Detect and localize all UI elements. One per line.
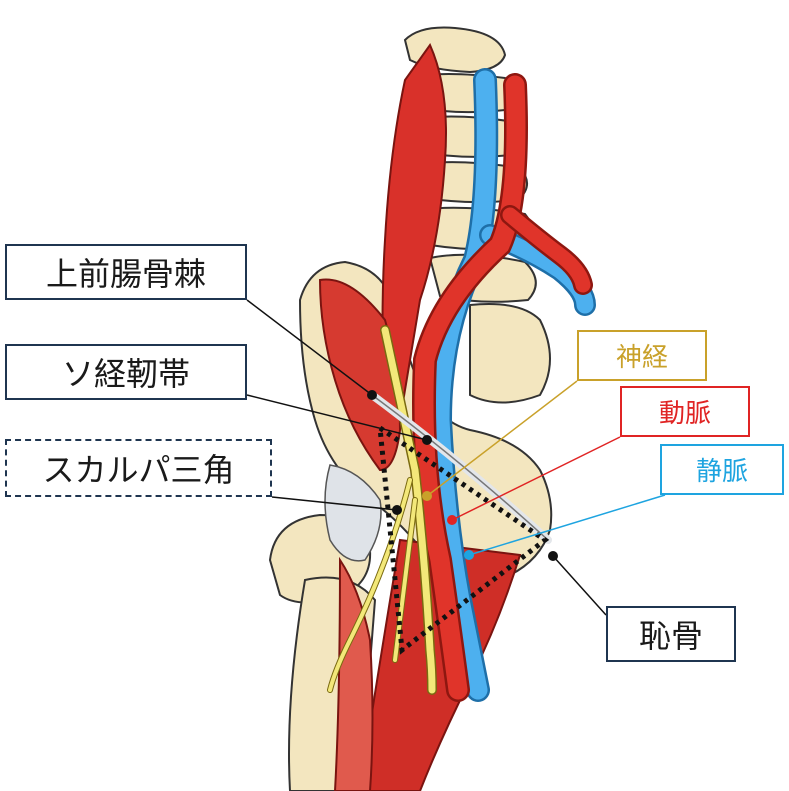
label-inguinal-ligament: ソ経靭帯	[5, 344, 247, 400]
label-vein: 静脈	[660, 444, 784, 495]
label-scarpa-triangle: スカルパ三角	[5, 439, 272, 497]
hip-capsule	[324, 464, 382, 562]
leader-dots	[367, 390, 558, 561]
scarpa-triangle-outline	[376, 422, 550, 655]
label-pubis: 恥骨	[606, 606, 736, 662]
psoas-muscle	[381, 42, 447, 421]
label-nerve: 神経	[577, 330, 707, 381]
vein-leader-line	[468, 494, 666, 556]
artery-leader-line	[451, 436, 621, 521]
nerve-leader-line	[426, 380, 578, 497]
label-asis: 上前腸骨棘	[5, 244, 247, 300]
leader-lines	[246, 299, 607, 616]
label-artery: 動脈	[620, 386, 750, 437]
nerve-bundle	[327, 325, 437, 695]
